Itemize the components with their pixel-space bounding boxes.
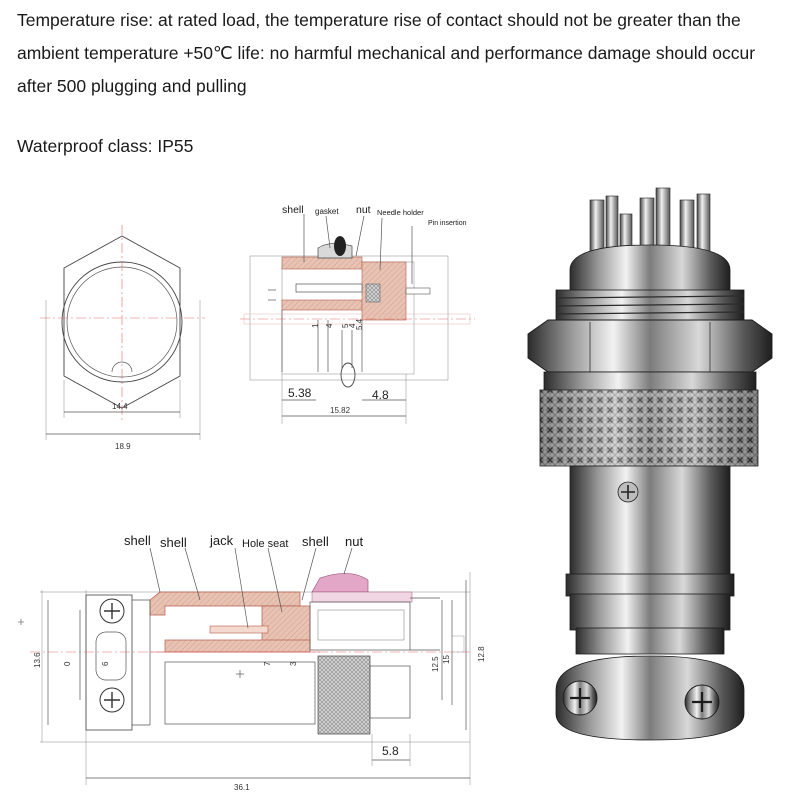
socket-label-shell: shell (282, 204, 304, 216)
plug-dim-36-1: 36.1 (234, 783, 250, 792)
plug-dim-6: 6 (101, 661, 110, 666)
plug-dim-5-8: 5.8 (382, 744, 399, 758)
socket-label-gasket: gasket (315, 207, 339, 216)
plug-dim-3: 3 (289, 661, 298, 666)
plug-dim-15: 15 (442, 655, 451, 664)
socket-dim-5: 5 (341, 323, 350, 328)
socket-dim-4a: 4 (325, 323, 334, 328)
front-dim-outer: 18.9 (115, 442, 131, 451)
plug-dim-12-5: 12.5 (431, 656, 440, 672)
plug-dim-12-8: 12.8 (477, 646, 486, 662)
socket-dim-total: 15.82 (330, 406, 351, 415)
connector-photo-illustration (527, 187, 773, 741)
socket-dim-1: 1 (311, 323, 320, 328)
plug-label-shell-2: shell (160, 535, 187, 550)
plug-section-drawing (18, 547, 471, 785)
plug-dim-0: 0 (63, 661, 72, 666)
socket-section-drawing (240, 214, 475, 424)
waterproof-spec-text: Waterproof class: IP55 (17, 136, 194, 156)
socket-dim-right: 4.8 (372, 388, 389, 402)
plug-label-shell-3: shell (302, 534, 329, 549)
plug-dim-13-6: 13.6 (33, 652, 42, 668)
plug-label-hole-seat: Hole seat (242, 538, 288, 550)
socket-dim-4b: 4 (348, 323, 357, 328)
front-view-drawing (40, 225, 205, 440)
socket-dim-54: 5.4 (355, 318, 364, 330)
socket-dim-left: 5.38 (288, 386, 312, 400)
plug-label-jack: jack (209, 533, 234, 548)
front-dim-inner: 14.4 (112, 402, 128, 411)
socket-label-pin-insertion: Pin insertion (428, 220, 467, 227)
plug-dim-7: 7 (263, 661, 272, 666)
temperature-spec-text: Temperature rise: at rated load, the tem… (17, 10, 756, 96)
socket-label-nut: nut (356, 204, 371, 216)
socket-label-needle-holder: Needle holder (377, 208, 424, 217)
plug-label-nut: nut (345, 534, 363, 549)
plug-label-shell-1: shell (124, 533, 151, 548)
